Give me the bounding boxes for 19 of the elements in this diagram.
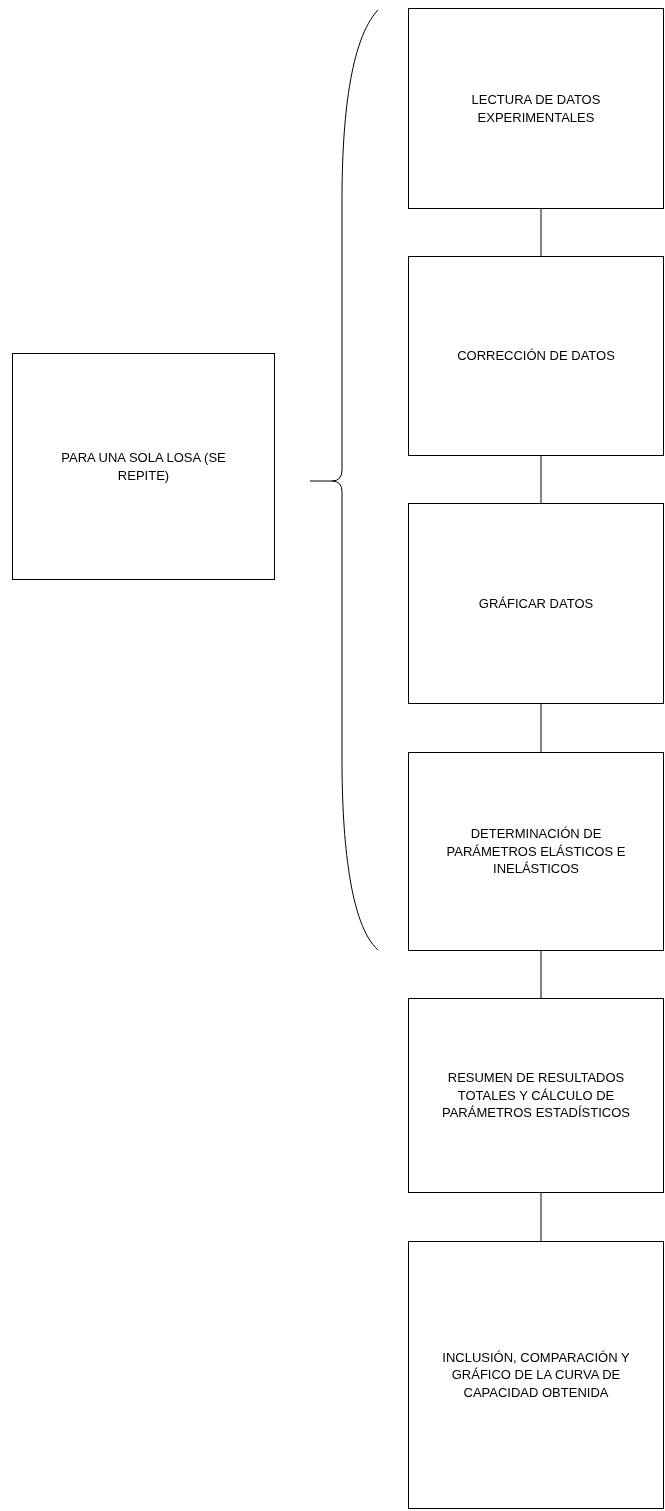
box-label: DETERMINACIÓN DE PARÁMETROS ELÁSTICOS E INELÁSTICOS	[445, 825, 627, 878]
connector-line	[540, 208, 542, 257]
process-box	[408, 998, 664, 1193]
box-label: INCLUSIÓN, COMPARACIÓN Y GRÁFICO DE LA CURVA DE CAPACIDAD OBTENIDA	[441, 1348, 631, 1402]
box-label: CORRECCIÓN DE DATOS	[457, 347, 615, 365]
connector-line	[540, 455, 542, 504]
box-label: PARA UNA SOLA LOSA (SE REPITE)	[60, 448, 227, 485]
process-box	[12, 353, 275, 580]
process-box	[408, 752, 664, 951]
process-box	[408, 1241, 664, 1509]
connector-line	[540, 1192, 542, 1242]
process-box	[408, 256, 664, 456]
process-box	[408, 503, 664, 704]
box-label: LECTURA DE DATOS EXPERIMENTALES	[470, 90, 602, 127]
process-box	[408, 8, 664, 209]
connector-line	[540, 950, 542, 999]
box-label: GRÁFICAR DATOS	[478, 594, 594, 613]
connector-line	[540, 703, 542, 753]
box-label: RESUMEN DE RESULTADOS TOTALES Y CÁLCULO DE PARÁMETROS ESTADÍSTICOS	[441, 1069, 631, 1122]
